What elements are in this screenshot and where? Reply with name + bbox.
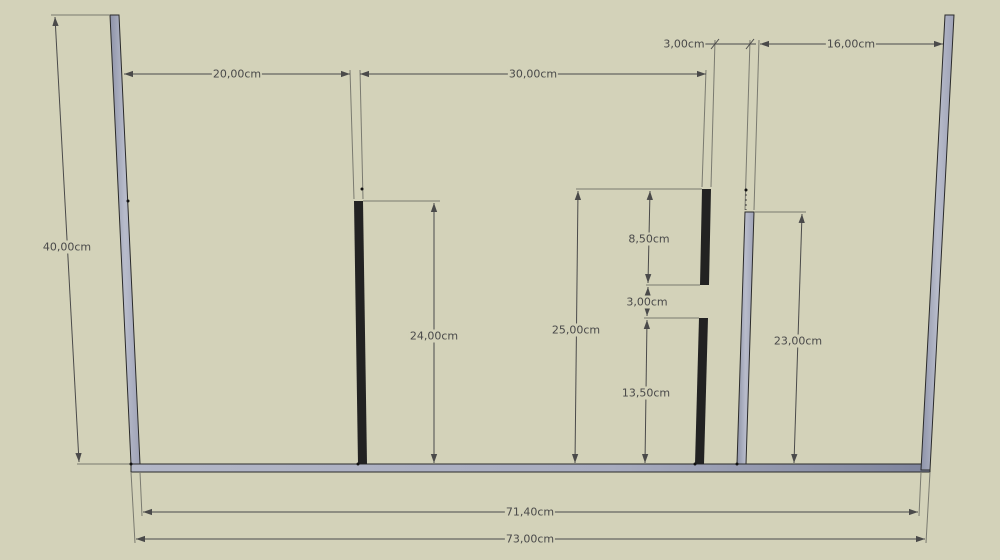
dim-gap-divider2-inner-wall: 3,00cm (662, 37, 706, 51)
dim-left-wall-height: 40,00cm (41, 240, 93, 254)
dim-gap-left-divider1: 20,00cm (211, 67, 263, 81)
dim-divider1-height: 24,00cm (408, 329, 460, 343)
dim-gap-inner-right-wall: 16,00cm (825, 37, 877, 51)
divider-2-lower[interactable] (695, 318, 708, 464)
base-panel[interactable] (130, 463, 931, 473)
inference-points (126, 187, 748, 466)
left-wall[interactable] (109, 14, 141, 465)
divider-2-upper[interactable] (700, 189, 711, 285)
right-wall[interactable] (920, 14, 955, 471)
dim-divider2-upper-height: 8,50cm (627, 232, 671, 246)
dim-inner-width: 71,40cm (504, 505, 556, 519)
divider-1[interactable] (354, 201, 367, 464)
dim-divider2-lower-height: 13,50cm (620, 386, 672, 400)
dim-divider2-total-height: 25,00cm (550, 323, 602, 337)
dim-inner-wall-height: 23,00cm (772, 334, 824, 348)
dim-outer-width: 73,00cm (504, 532, 556, 546)
dim-divider2-slot-gap: 3,00cm (625, 295, 669, 309)
dim-gap-divider1-divider2: 30,00cm (507, 67, 559, 81)
inner-wall[interactable] (736, 211, 755, 465)
